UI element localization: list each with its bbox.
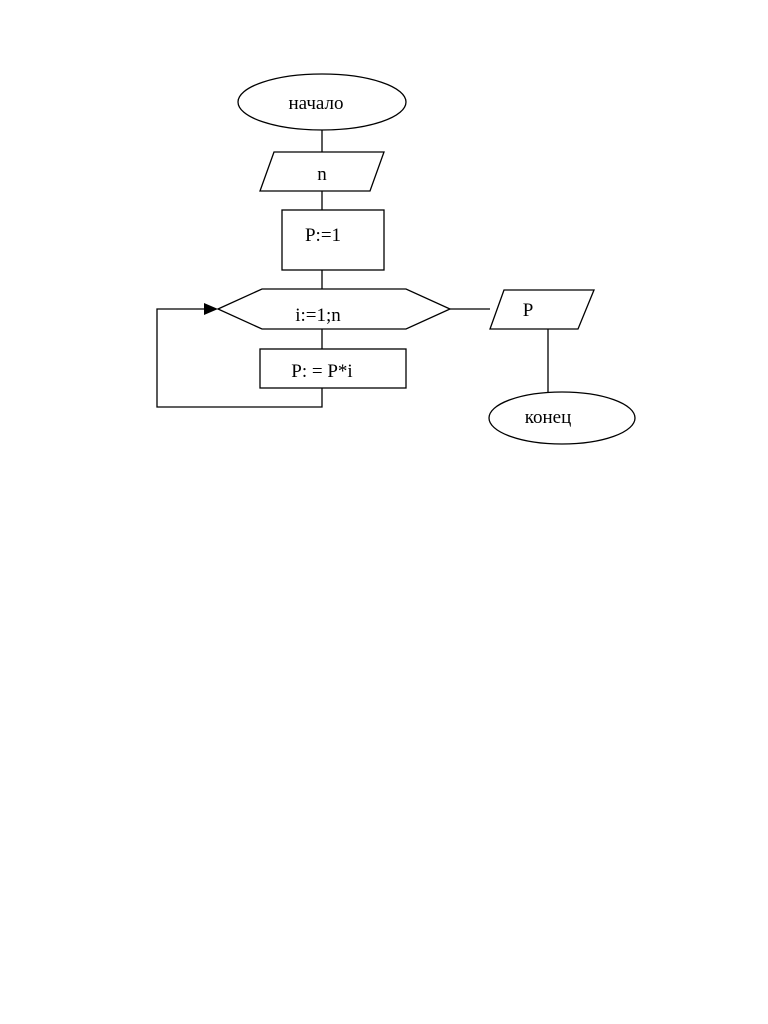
loop-block: i:=1;n (216, 288, 452, 330)
output-block: P (489, 289, 595, 330)
input-block: n (259, 151, 385, 192)
loop-back-arrowhead (204, 303, 218, 315)
input-label: n (317, 164, 327, 185)
end-terminator: конец (488, 391, 636, 445)
body-label: P: = P*i (291, 361, 352, 382)
body-process-block: P: = P*i (259, 348, 407, 389)
start-terminator: начало (237, 73, 407, 131)
loop-back-connector (156, 308, 323, 408)
init-process-block: P:=1 (281, 209, 385, 271)
start-label: начало (289, 93, 344, 114)
loop-label: i:=1;n (295, 305, 341, 326)
init-label: P:=1 (305, 225, 341, 246)
end-label: конец (525, 407, 572, 428)
output-label: P (523, 300, 534, 321)
